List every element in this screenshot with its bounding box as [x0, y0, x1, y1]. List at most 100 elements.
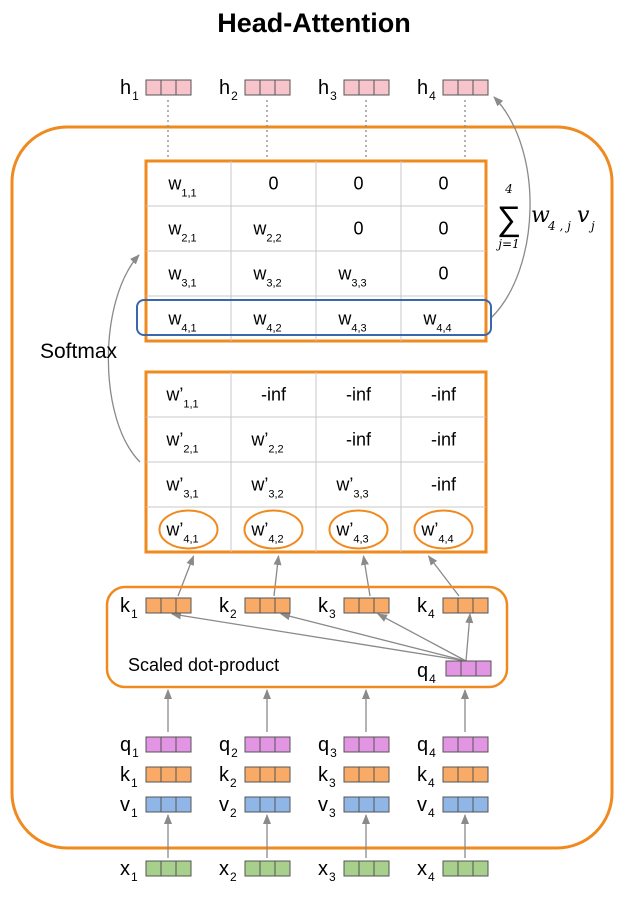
k-vector-1-cell — [175, 766, 192, 783]
k-vector-3-cell — [358, 766, 375, 783]
q-label-3: q3 — [318, 734, 337, 760]
dot-key-vector-k4-cell — [442, 597, 459, 614]
k-vector-4 — [442, 766, 489, 783]
attention-weights-matrix-cell-r2-c4: 0 — [438, 219, 448, 239]
v-label-3: v3 — [318, 794, 336, 820]
attention-scores-matrix-cell-r1-c3: -inf — [346, 385, 372, 405]
dot-key-vector-k1-cell — [145, 597, 162, 614]
output-vector-h3 — [343, 79, 390, 96]
key3-to-score-arrow — [360, 555, 371, 597]
input-vector-x4-cell — [442, 860, 459, 877]
v-label-1: v1 — [120, 794, 138, 820]
input-vector-x4 — [442, 860, 489, 877]
dot-key-vector-k3-cell — [373, 597, 390, 614]
attention-weights-matrix-cell-r1-c2: 0 — [268, 174, 278, 194]
k-label-4: k4 — [417, 764, 435, 790]
dot-key-label-k4: k4 — [417, 595, 435, 621]
output-vector-h3-cell — [343, 79, 360, 96]
v-vector-1 — [145, 796, 192, 813]
attention-weights-matrix-cell-r3-c1: w3,1 — [167, 264, 196, 290]
v-vector-3 — [343, 796, 390, 813]
key4-to-score-arrow — [427, 555, 460, 597]
input-vector-x2-cell — [244, 860, 261, 877]
dot-key-vector-k1 — [145, 597, 192, 614]
dot-key-vector-k4-cell — [472, 597, 489, 614]
dot-key-vector-k3-cell — [343, 597, 360, 614]
q-vector-1-cell — [145, 736, 162, 753]
v-vector-4-cell — [457, 796, 474, 813]
output-label-h4: h4 — [417, 77, 436, 103]
v-vector-4-cell — [442, 796, 459, 813]
q-label-1: q1 — [120, 734, 139, 760]
k-vector-1-cell — [160, 766, 177, 783]
scaled-dot-product-box — [105, 585, 509, 689]
softmax-label: Softmax — [40, 340, 118, 363]
q-vector-3-cell — [343, 736, 360, 753]
weights-row4-highlight — [136, 299, 492, 336]
input-vector-x3-cell — [373, 860, 390, 877]
scaled-dot-product-label: Scaled dot-product — [128, 655, 279, 675]
input-vector-x1-cell — [160, 860, 177, 877]
dot-query-label-q4: q4 — [417, 660, 436, 686]
dot-query-vector-q4-cell — [460, 660, 477, 677]
output-vector-h1 — [145, 79, 192, 96]
q-vector-4-cell — [472, 736, 489, 753]
output-vector-h3-cell — [373, 79, 390, 96]
dot-key-vector-k3 — [343, 597, 390, 614]
attention-weights-matrix-cell-r2-c1: w2,1 — [167, 219, 196, 245]
input-vector-x2 — [244, 860, 291, 877]
q4-to-key3-arrow — [377, 613, 467, 662]
score-highlight-ellipse-1 — [158, 509, 219, 550]
v-vector-4-cell — [472, 796, 489, 813]
weighted-sum-curved-arrow — [490, 96, 531, 319]
attention-scores-matrix-cell-r2-c4: -inf — [431, 430, 457, 450]
attention-weights-matrix-cell-r1-c4: 0 — [438, 174, 448, 194]
key2-to-score-arrow — [273, 555, 282, 597]
attention-scores-matrix-cell-r3-c4: -inf — [431, 475, 457, 495]
dot-key-label-k2: k2 — [219, 595, 237, 621]
q-vector-4-cell — [442, 736, 459, 753]
diagram-title: Head-Attention — [217, 8, 411, 38]
k-vector-3-cell — [343, 766, 360, 783]
output-vector-h1-cell — [175, 79, 192, 96]
output-label-h2: h2 — [219, 77, 238, 103]
input-label-x1: x1 — [120, 858, 138, 884]
sum-term-w: w — [531, 203, 550, 228]
output-vector-h4 — [442, 79, 489, 96]
attention-weights-matrix-cell-r4-c2: w4,2 — [252, 309, 281, 335]
sum-upper-limit: 4 — [504, 182, 513, 196]
dot-key-vector-k1-cell — [160, 597, 177, 614]
dot-key-vector-k3-cell — [358, 597, 375, 614]
output-vector-h2-cell — [274, 79, 291, 96]
q-label-2: q2 — [219, 734, 238, 760]
k-label-2: k2 — [219, 764, 237, 790]
attention-weights-matrix-cell-r4-c3: w4,3 — [337, 309, 366, 335]
dot-key-vector-k2-cell — [244, 597, 261, 614]
attention-weights-matrix-cell-r1-c1: w1,1 — [167, 174, 196, 200]
output-vector-h4-cell — [457, 79, 474, 96]
dot-key-label-k3: k3 — [318, 595, 336, 621]
attention-scores-matrix-cell-r1-c4: -inf — [431, 385, 457, 405]
sum-lower-limit: j=1 — [495, 237, 519, 251]
attention-scores-matrix-cell-r2-c2: w’2,2 — [250, 430, 283, 456]
attention-scores-matrix-cell-r4-c1: w’4,1 — [165, 520, 198, 546]
k-vector-3 — [343, 766, 390, 783]
attention-scores-matrix-cell-r1-c2: -inf — [261, 385, 287, 405]
attention-scores-matrix-cell-r3-c2: w’3,2 — [250, 475, 283, 501]
v-vector-4 — [442, 796, 489, 813]
v-vector-2-cell — [244, 796, 261, 813]
v-vector-1-cell — [160, 796, 177, 813]
attention-scores-matrix-cell-r3-c3: w’3,3 — [335, 475, 368, 501]
v-vector-2-cell — [274, 796, 291, 813]
attention-scores-matrix-cell-r4-c4: w’4,4 — [420, 520, 453, 546]
output-vector-h2-cell — [244, 79, 261, 96]
k-vector-2-cell — [274, 766, 291, 783]
output-label-h3: h3 — [318, 77, 337, 103]
input-vector-x3-cell — [343, 860, 360, 877]
dot-query-vector-q4 — [445, 660, 492, 677]
input-vector-x1 — [145, 860, 192, 877]
q-vector-1-cell — [160, 736, 177, 753]
sum-symbol: ∑ — [497, 200, 521, 238]
q-vector-1 — [145, 736, 192, 753]
